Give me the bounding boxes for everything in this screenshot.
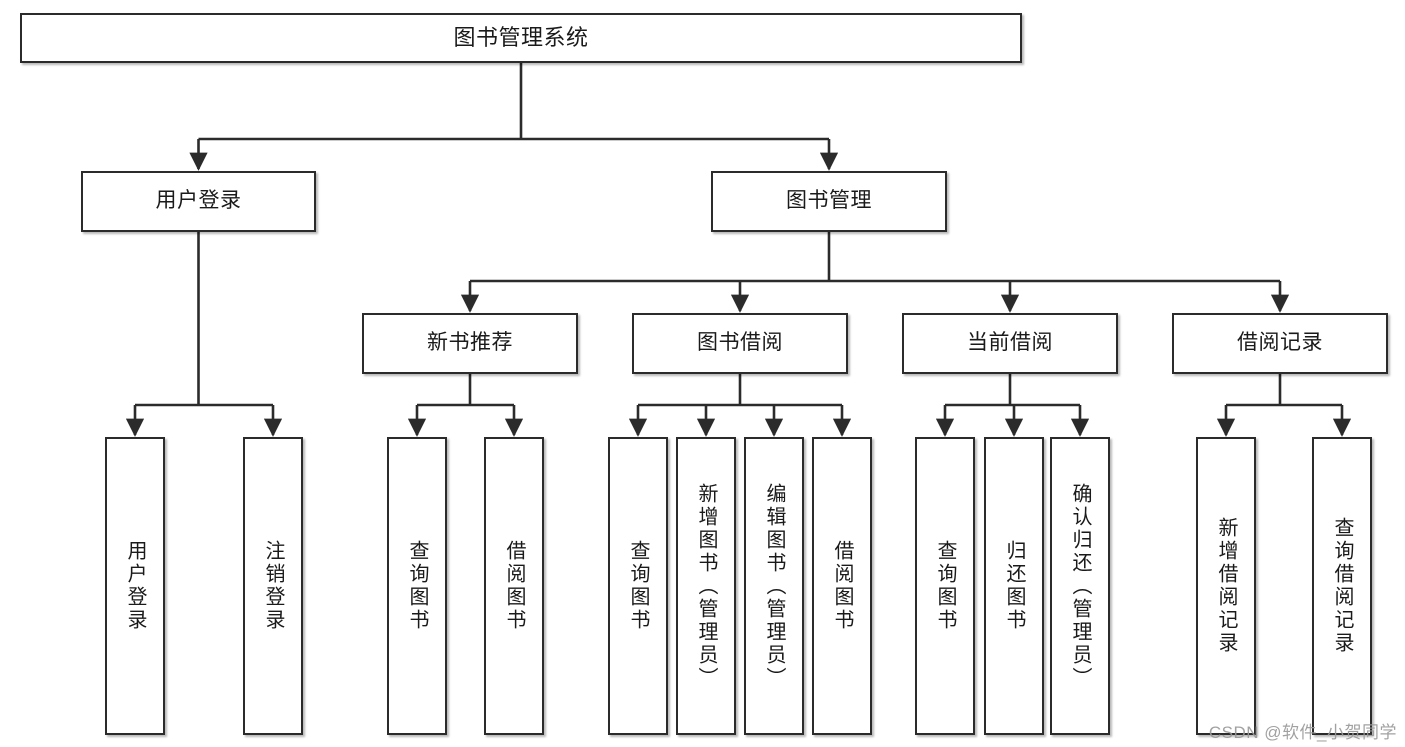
node-book-manage[interactable]: 图书管理 [711, 171, 947, 232]
node-leaf-query-record[interactable]: 查询借阅记录 [1312, 437, 1372, 735]
node-leaf-query-book-2-label: 查询图书 [627, 540, 649, 632]
node-root-label: 图书管理系统 [453, 25, 589, 51]
node-leaf-query-book-3[interactable]: 查询图书 [915, 437, 975, 735]
node-book-manage-label: 图书管理 [786, 189, 872, 213]
node-leaf-logout-label: 注销登录 [262, 540, 284, 632]
node-leaf-add-record[interactable]: 新增借阅记录 [1196, 437, 1256, 735]
node-book-borrow[interactable]: 图书借阅 [632, 313, 848, 374]
node-user-login[interactable]: 用户登录 [81, 171, 316, 232]
node-book-borrow-label: 图书借阅 [697, 331, 783, 355]
node-leaf-add-book-label: 新增图书（管理员） [695, 482, 717, 690]
node-leaf-borrow-book-1[interactable]: 借阅图书 [484, 437, 544, 735]
node-leaf-query-record-label: 查询借阅记录 [1331, 517, 1353, 655]
node-leaf-query-book-1[interactable]: 查询图书 [387, 437, 447, 735]
node-leaf-logout[interactable]: 注销登录 [243, 437, 303, 735]
node-leaf-user-login-label: 用户登录 [124, 540, 146, 632]
node-borrow-record[interactable]: 借阅记录 [1172, 313, 1388, 374]
node-leaf-user-login[interactable]: 用户登录 [105, 437, 165, 735]
node-leaf-confirm-return[interactable]: 确认归还（管理员） [1050, 437, 1110, 735]
node-current-borrow[interactable]: 当前借阅 [902, 313, 1118, 374]
node-new-book-recommend[interactable]: 新书推荐 [362, 313, 578, 374]
node-leaf-edit-book-label: 编辑图书（管理员） [763, 482, 785, 690]
node-new-book-recommend-label: 新书推荐 [427, 331, 513, 355]
node-leaf-confirm-return-label: 确认归还（管理员） [1069, 482, 1091, 690]
node-root[interactable]: 图书管理系统 [20, 13, 1022, 63]
node-leaf-add-book[interactable]: 新增图书（管理员） [676, 437, 736, 735]
node-leaf-query-book-2[interactable]: 查询图书 [608, 437, 668, 735]
node-leaf-query-book-3-label: 查询图书 [934, 540, 956, 632]
node-leaf-edit-book[interactable]: 编辑图书（管理员） [744, 437, 804, 735]
node-leaf-query-book-1-label: 查询图书 [406, 540, 428, 632]
node-leaf-borrow-book-2-label: 借阅图书 [831, 540, 853, 632]
node-leaf-return-book[interactable]: 归还图书 [984, 437, 1044, 735]
node-user-login-label: 用户登录 [155, 189, 242, 213]
node-leaf-borrow-book-1-label: 借阅图书 [503, 540, 525, 632]
node-leaf-add-record-label: 新增借阅记录 [1215, 517, 1237, 655]
node-borrow-record-label: 借阅记录 [1237, 331, 1323, 355]
node-current-borrow-label: 当前借阅 [967, 331, 1053, 355]
node-leaf-return-book-label: 归还图书 [1003, 540, 1025, 632]
watermark: CSDN @软件_小贺同学 [1208, 723, 1397, 742]
node-leaf-borrow-book-2[interactable]: 借阅图书 [812, 437, 872, 735]
